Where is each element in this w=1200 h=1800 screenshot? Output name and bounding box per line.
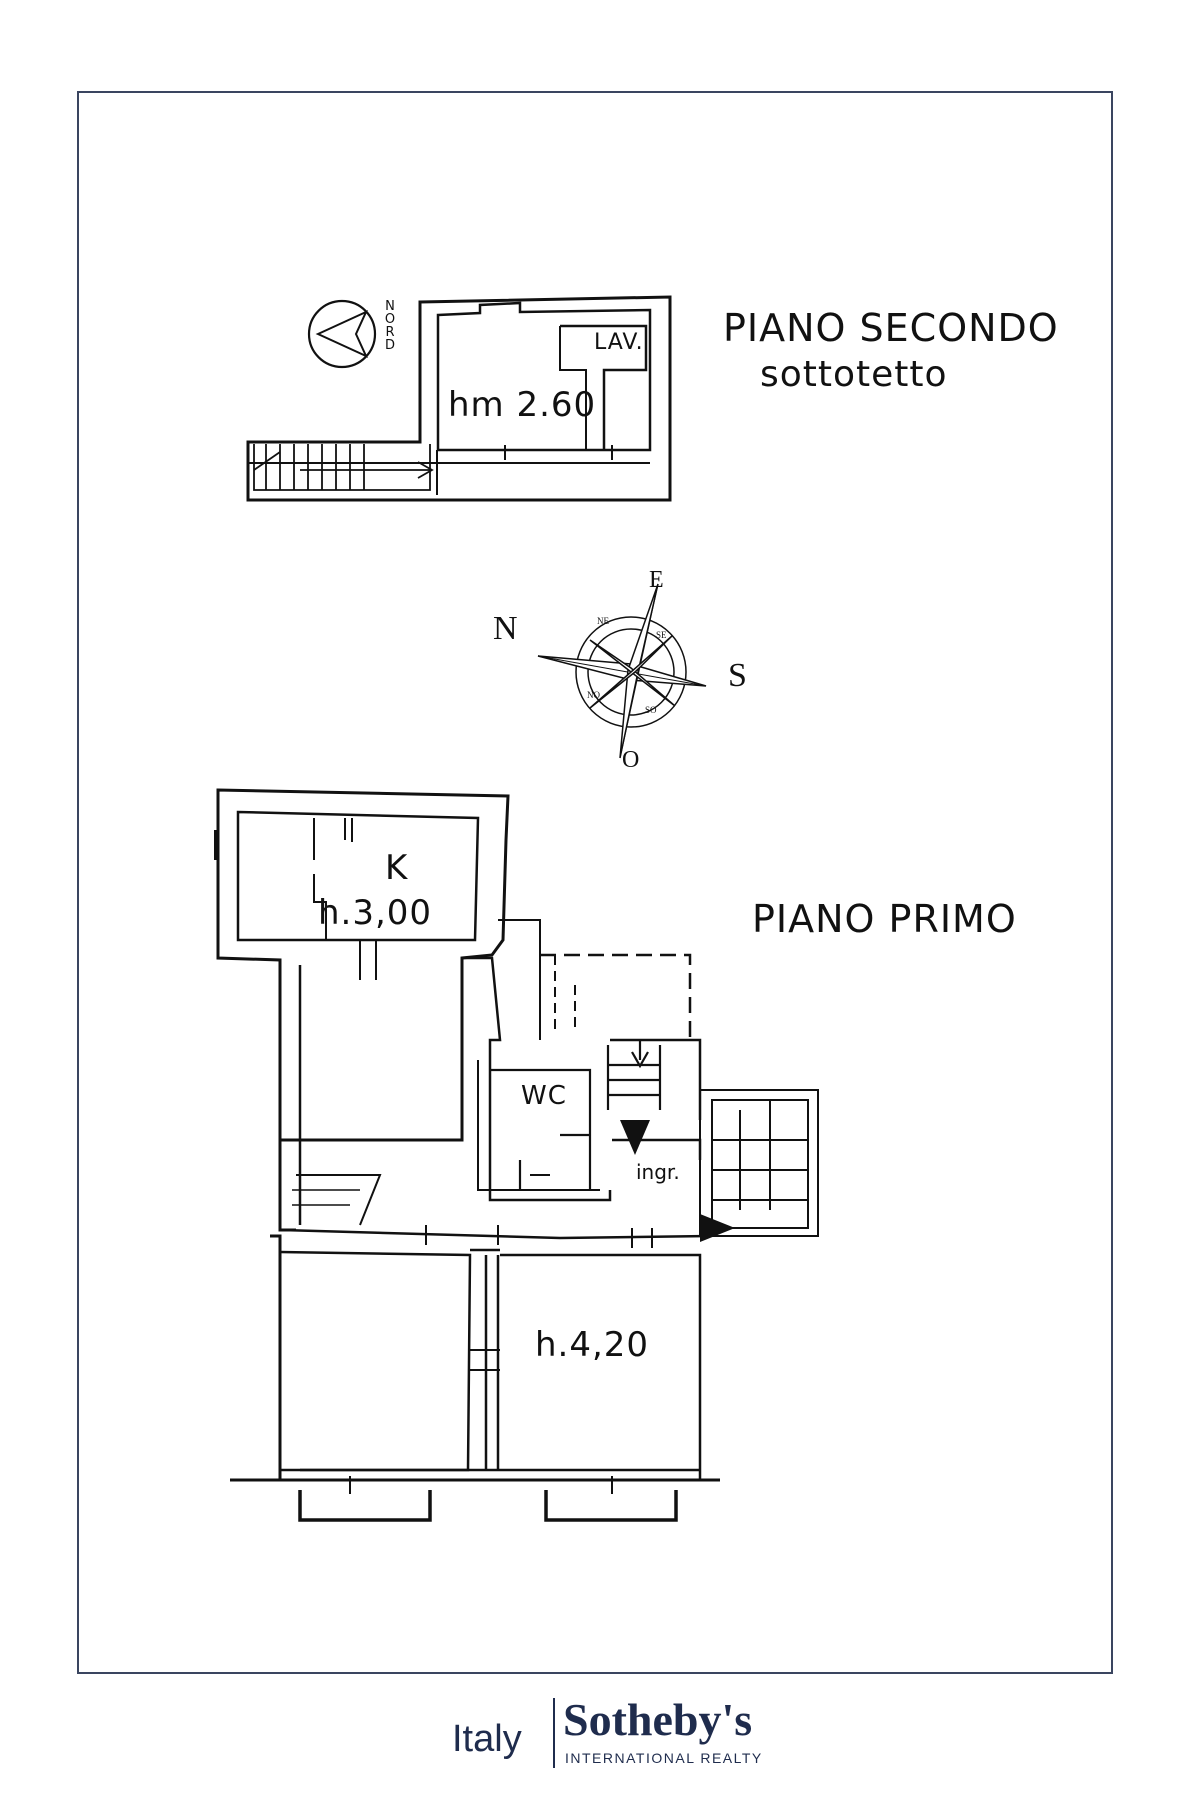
second-floor-title: PIANO SECONDO (723, 306, 1059, 350)
compass-north: N (493, 610, 518, 647)
north-marker-label: N O R D (383, 300, 397, 352)
brand-tagline: INTERNATIONAL REALTY (565, 1750, 763, 1766)
kitchen-label: K (385, 848, 409, 888)
brand-separator (553, 1698, 555, 1768)
entrance-arrows (620, 1120, 735, 1242)
compass-sw: SO (645, 705, 657, 715)
north-letter-n: N (385, 299, 395, 314)
north-letter-o: O (384, 312, 396, 327)
attic-room-height: hm 2.60 (448, 385, 597, 425)
compass-nw: NO (587, 690, 600, 700)
first-floor-title: PIANO PRIMO (752, 897, 1017, 941)
wc-label: WC (521, 1081, 567, 1111)
kitchen-height: h.3,00 (318, 893, 433, 933)
north-marker (307, 299, 377, 369)
entrance-label: ingr. (636, 1160, 680, 1184)
first-floor-plan (214, 788, 819, 1522)
brand-region: Italy (452, 1718, 522, 1760)
north-letter-d: D (384, 338, 395, 353)
second-floor-subtitle: sottotetto (760, 354, 948, 395)
compass-se: SE (656, 630, 667, 640)
compass-east: E (649, 567, 664, 593)
drawing-frame (77, 91, 1113, 1674)
compass-south: S (728, 657, 747, 694)
compass-west: O (622, 747, 640, 773)
second-floor-plan (246, 295, 672, 502)
compass-rose (537, 583, 707, 759)
main-room-height: h.4,20 (535, 1325, 650, 1365)
north-letter-r: R (385, 325, 395, 340)
brand-logo: Sotheby's (563, 1694, 753, 1745)
laundry-label: LAV. (594, 330, 644, 355)
compass-ne: NE (597, 616, 609, 626)
